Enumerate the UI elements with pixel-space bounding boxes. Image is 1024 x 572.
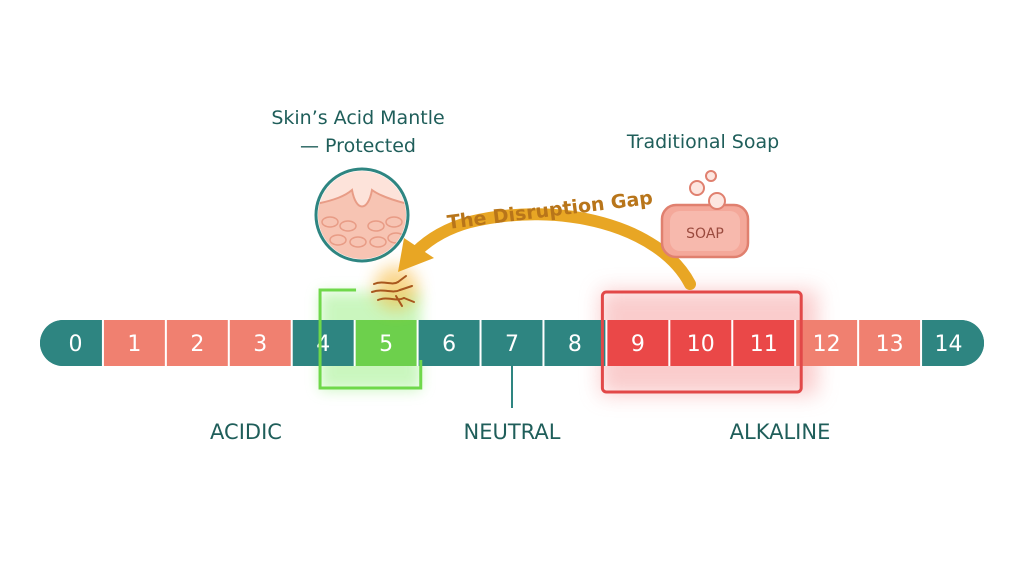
traditional-soap-title: Traditional Soap	[626, 131, 780, 153]
ph-cell-7	[480, 320, 544, 366]
ph-value-label: 3	[253, 332, 267, 357]
ph-cell-4	[291, 320, 356, 366]
ph-cell-13	[858, 320, 922, 366]
acid-mantle-title: Skin’s Acid Mantle — Protected	[228, 104, 488, 160]
ph-value-label: 4	[316, 332, 330, 357]
ph-value-label: 0	[68, 332, 82, 357]
ph-value-label: 12	[813, 332, 841, 357]
acid-mantle-line-1: Skin’s Acid Mantle	[271, 107, 445, 129]
ph-cell-11	[732, 320, 796, 366]
ph-cell-8	[543, 320, 607, 366]
bubbles-icon	[689, 170, 726, 210]
ph-cell-0	[40, 320, 104, 366]
ph-value-label: 7	[505, 332, 519, 357]
ph-cell-2	[165, 320, 230, 366]
acid-mantle-line-2: — Protected	[300, 135, 416, 157]
ph-value-label: 10	[687, 332, 715, 357]
ph-cell-6	[417, 320, 482, 366]
ph-value-label: 6	[442, 332, 456, 357]
soap-bar-text: SOAP	[686, 226, 724, 242]
disruption-spark-icon	[371, 266, 418, 310]
ph-cell-3	[228, 320, 293, 366]
ph-cell-1	[102, 320, 167, 366]
range-frames	[318, 288, 803, 394]
acidic-label: ACIDIC	[210, 420, 282, 444]
ph-value-label: 8	[568, 332, 582, 357]
skin-cross-section-icon	[314, 167, 410, 263]
soap-bar-icon: SOAP	[660, 203, 750, 259]
ph-cell-5	[354, 320, 419, 366]
ph-cell-14	[921, 320, 984, 366]
ph-cell-10	[669, 320, 733, 366]
alkaline-label: ALKALINE	[729, 420, 831, 444]
ph-value-label: 9	[631, 332, 645, 357]
ph-value-label: 11	[750, 332, 778, 357]
ph-value-label: 13	[876, 332, 904, 357]
ph-cell-9	[606, 320, 670, 366]
soap-range-frame	[600, 290, 803, 394]
neutral-label: NEUTRAL	[463, 420, 561, 444]
ph-value-label: 1	[127, 332, 141, 357]
ph-value-label: 14	[935, 332, 963, 357]
ph-value-label: 2	[190, 332, 204, 357]
ph-cell-12	[795, 320, 859, 366]
disruption-arrow	[398, 208, 696, 290]
protected-range-frame	[318, 288, 423, 390]
ph-value-label: 5	[379, 332, 393, 357]
